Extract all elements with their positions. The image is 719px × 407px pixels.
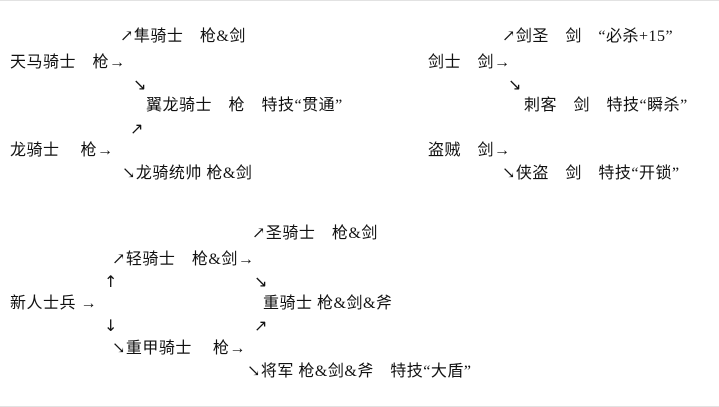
node-armor-knight: ↘重甲骑士 枪→ xyxy=(112,340,246,357)
node-rogue: ↘侠盗 剑 特技“开锁” xyxy=(502,165,680,182)
node-heavy-knight: 重骑士 枪&剑&斧 xyxy=(263,295,393,312)
node-thief: 盗贼 剑→ xyxy=(428,142,511,159)
arrow-up-right-icon: ↗ xyxy=(130,119,144,138)
node-assassin: 刺客 剑 特技“瞬杀” xyxy=(524,97,688,114)
node-wyvern-knight: 翼龙骑士 枪 特技“贯通” xyxy=(146,97,343,114)
arrow-down-right-icon: ↘ xyxy=(508,75,522,94)
node-light-cavalier: ↗轻骑士 枪&剑→ xyxy=(112,251,255,268)
node-dragon-rider: 龙骑士 枪→ xyxy=(10,142,114,159)
node-wyvern-lord: ↘龙骑统帅 枪&剑 xyxy=(122,165,253,182)
node-pegasus-knight: 天马骑士 枪→ xyxy=(10,54,126,71)
node-swordsman: 剑士 剑→ xyxy=(428,54,511,71)
node-falcon-knight: ↗隼骑士 枪&剑 xyxy=(120,28,246,45)
arrow-up-icon: ↑ xyxy=(104,272,118,291)
arrow-up-right-icon: ↗ xyxy=(254,316,268,335)
node-general: ↘将军 枪&剑&斧 特技“大盾” xyxy=(247,363,472,380)
node-sword-saint: ↗剑圣 剑 “必杀+15” xyxy=(502,28,674,45)
node-recruit: 新人士兵 → xyxy=(10,295,98,312)
node-holy-knight: ↗圣骑士 枪&剑 xyxy=(252,225,378,242)
arrow-down-right-icon: ↘ xyxy=(254,272,268,291)
arrow-down-icon: ↓ xyxy=(104,316,118,335)
arrow-down-right-icon: ↘ xyxy=(133,75,147,94)
